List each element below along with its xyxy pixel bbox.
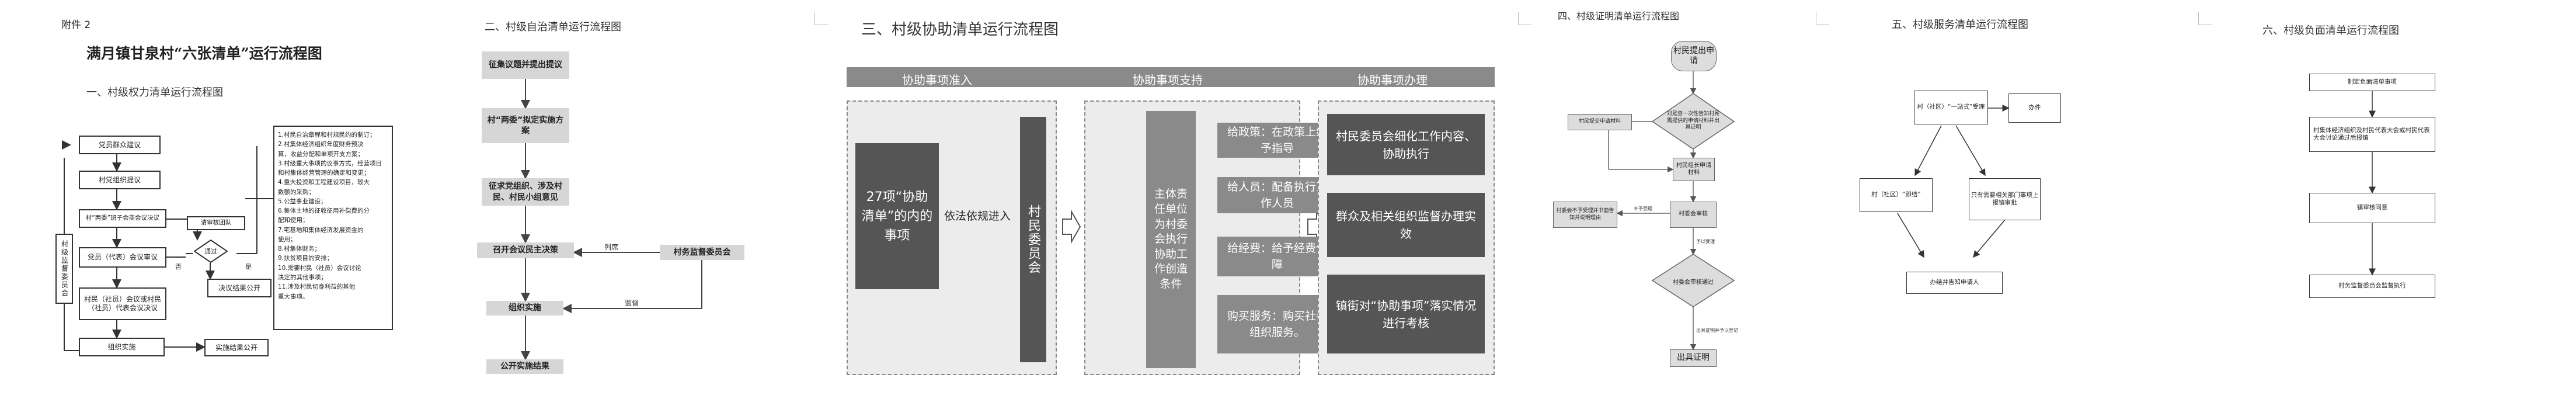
reject-notice: 村委会不予受理并书面告知并说明理由 [1553, 202, 1617, 228]
header-handle: 协助事项办理 [1357, 73, 1428, 87]
crop-mark-p6 [2198, 12, 2212, 25]
label-reject: 不予受理 [1634, 206, 1652, 212]
main-body-box: 主体责任单位为村委会执行协助工作创造条件 [1146, 111, 1196, 368]
section-1-title: 一、村级权力清单运行流程图 [86, 86, 223, 99]
flow-lines-4 [1608, 70, 1735, 351]
header-support: 协助事项支持 [1133, 73, 1203, 87]
support-funds: 给经费：给予经费保障 [1217, 237, 1337, 276]
flow-lines-5 [1897, 105, 2010, 258]
label-yes: 是 [245, 263, 252, 271]
flow-node-implementation: 组织实施 [79, 338, 165, 356]
section-2-title: 二、村级自治清单运行流程图 [485, 21, 621, 33]
side-supervision-committee: 村级监督委员会 [55, 234, 73, 304]
discuss-and-report: 村集体经济组织及村民代表大会或村民代表大会讨论通过后报镇 [2309, 117, 2435, 152]
page-2: 二、村级自治清单运行流程图 征集议题并提出提议 村“两委”拟定实施方案 征求党组… [429, 0, 797, 416]
flow-node-party-review: 党员（代表）会议审议 [79, 247, 166, 268]
section-4-title: 四、村级证明清单运行流程图 [1558, 11, 1680, 22]
handle-assess: 镇街对“协助事项”落实情况进行考核 [1327, 275, 1485, 353]
page-1: 附件 2 满月镇甘泉村“六张清单”运行流程图 一、村级权力清单运行流程图 党员群 [0, 0, 420, 416]
label-no: 否 [175, 263, 182, 271]
end-node: 出具证明 [1670, 349, 1717, 367]
handle-supervise: 群众及相关组织监督办理实效 [1327, 193, 1485, 257]
handle-item: 办件 [2008, 93, 2061, 123]
section-6-title: 六、村级负面清单运行流程图 [2262, 25, 2399, 37]
instant-finish: 村（社区）“即结” [1860, 178, 1933, 212]
flow-node-result-public: 实施结果公开 [204, 339, 269, 356]
section-5-title: 五、村级服务清单运行流程图 [1892, 19, 2028, 31]
collect-materials: 村民提交申请材料 [1568, 114, 1632, 130]
support-policy: 给政策：在政策上给予指导 [1217, 123, 1337, 158]
header-entry: 协助事项准入 [902, 73, 972, 87]
flow-node-villager-meeting: 村民（社员）会议或村民（社员）代表会议决议 [79, 287, 166, 320]
decision-diamond: 通过 [193, 239, 228, 264]
supervise-execute: 村务监督委员会监督执行 [2309, 275, 2435, 298]
label-pass: 予以受理 [1696, 239, 1715, 244]
entry-label: 依法依规进入 [944, 210, 1011, 223]
items-count-box: 27项“协助清单”的内的事项 [855, 143, 939, 289]
flow-node-party-proposal: 村党组织提议 [79, 171, 161, 189]
page-6: 六、村级负面清单运行流程图 制定负面清单事项 村集体经济组织及村民代表大会或村民… [2198, 0, 2576, 416]
page-3: 三、村级协助清单运行流程图 协助事项准入 协助事项支持 协助事项办理 27项“协… [814, 0, 1509, 416]
section-3-title: 三、村级协助清单运行流程图 [861, 21, 1059, 39]
page-4: 四、村级证明清单运行流程图 村民提出申请 对是否一次性告知村民需提供的申请材料并… [1518, 0, 1807, 416]
decision-1-label: 对是否一次性告知村民需提供的申请材料并出具证明 [1666, 111, 1719, 131]
committee-bar: 村民委员会 [1020, 117, 1046, 362]
matters-list: 1.村民自治章程和村规民约的制订； 2.村集体经济组织年度财务预决 算，收益分配… [273, 126, 393, 330]
step-solicit-opinions: 征求党组织、涉及村民、村民小组意见 [482, 178, 569, 206]
step-collect-topics: 征集议题并提出提议 [482, 51, 569, 79]
crop-mark-p4 [1518, 12, 1531, 25]
label-attend: 列席 [604, 243, 619, 251]
report-town: 只有需要相关部门事项上报镇审批 [1969, 178, 2041, 220]
flow-node-suggestion: 党员群众建议 [79, 136, 161, 154]
page-5: 五、村级服务清单运行流程图 村（社区）“一站式”受理 办件 村（社区）“即结” … [1816, 0, 2189, 416]
step-publish-result: 公开实施结果 [486, 359, 563, 374]
flow-node-review-team: 请审核团队 [187, 216, 245, 230]
one-stop-accept: 村（社区）“一站式”受理 [1914, 91, 1988, 124]
attachment-label: 附件 2 [61, 19, 91, 31]
committee-review: 村委会审核 [1670, 202, 1717, 228]
document-title: 满月镇甘泉村“六张清单”运行流程图 [86, 45, 322, 62]
accept-materials: 村民组长申请材料 [1673, 158, 1715, 181]
label-issue: 出具证明并予以登记 [1696, 328, 1738, 333]
support-service: 购买服务：购买社会组织服务。 [1217, 295, 1337, 353]
step-draft-plan: 村“两委”拟定实施方案 [482, 108, 569, 143]
header-bar: 协助事项准入 协助事项支持 协助事项办理 [847, 67, 1495, 87]
step-implementation: 组织实施 [486, 301, 563, 316]
label-supervise: 监督 [625, 299, 639, 307]
flow-node-resolution-public: 决议结果公开 [207, 279, 271, 297]
handle-committee: 村民委员会细化工作内容、协助执行 [1327, 114, 1485, 175]
flow-lines-6 [2369, 91, 2376, 276]
town-approval: 镇审核同意 [2309, 193, 2435, 223]
define-negative-list: 制定负面清单事项 [2309, 74, 2435, 91]
finish-notify: 办结并告知申请人 [1906, 272, 2003, 294]
support-staff: 给人员：配备执行工作人员 [1217, 177, 1337, 213]
step-democratic-decision: 召开会议民主决策 [477, 242, 574, 258]
decision-2-label: 村委会审核通过 [1673, 279, 1714, 286]
supervision-committee-box: 村务监督委员会 [660, 245, 744, 260]
crop-mark-tl [814, 12, 828, 25]
start-node: 村民提出申请 [1671, 41, 1717, 71]
crop-mark-p5 [1816, 12, 1829, 25]
flow-lines-2 [521, 79, 702, 360]
flow-node-committee-resolution: 村“两委”班子会商会议决议 [79, 209, 166, 228]
